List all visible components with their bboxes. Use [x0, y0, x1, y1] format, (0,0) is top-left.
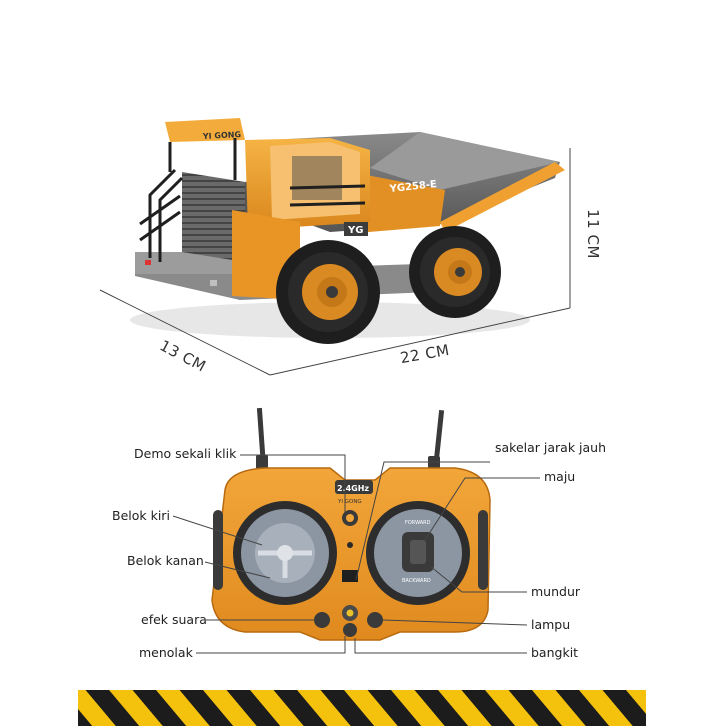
- dump-truck: [130, 118, 565, 344]
- label-push: menolak: [139, 645, 193, 660]
- dimension-height: 11 CM: [583, 209, 602, 259]
- callout-lines: [172, 454, 540, 654]
- remote-brand-text: YI GONG: [337, 499, 362, 505]
- label-turn-right: Belok kanan: [127, 553, 204, 568]
- rear-wheel: [409, 226, 501, 318]
- label-turn-left: Belok kiri: [112, 508, 170, 523]
- label-demo: Demo sekali klik: [134, 446, 237, 461]
- cab-brand-text: YI GONG: [202, 130, 242, 141]
- label-lift: bangkit: [531, 645, 579, 660]
- label-remote-switch: sakelar jarak jauh: [495, 440, 607, 455]
- label-light: lampu: [531, 617, 571, 632]
- label-forward: maju: [544, 469, 576, 484]
- frequency-text: 2.4GHz: [337, 484, 369, 493]
- label-backward: mundur: [531, 584, 581, 599]
- dimension-lines: [99, 148, 571, 376]
- front-wheel: [276, 240, 380, 344]
- logo-plate: [344, 222, 368, 236]
- hazard-stripe: [78, 690, 646, 726]
- label-sound: efek suara: [141, 612, 207, 627]
- remote-control: [211, 407, 491, 641]
- backward-text: BACKWARD: [402, 578, 431, 584]
- model-text: YG258-E: [388, 179, 437, 195]
- logo-text: YG: [347, 225, 363, 236]
- forward-text: FORWARD: [405, 520, 431, 526]
